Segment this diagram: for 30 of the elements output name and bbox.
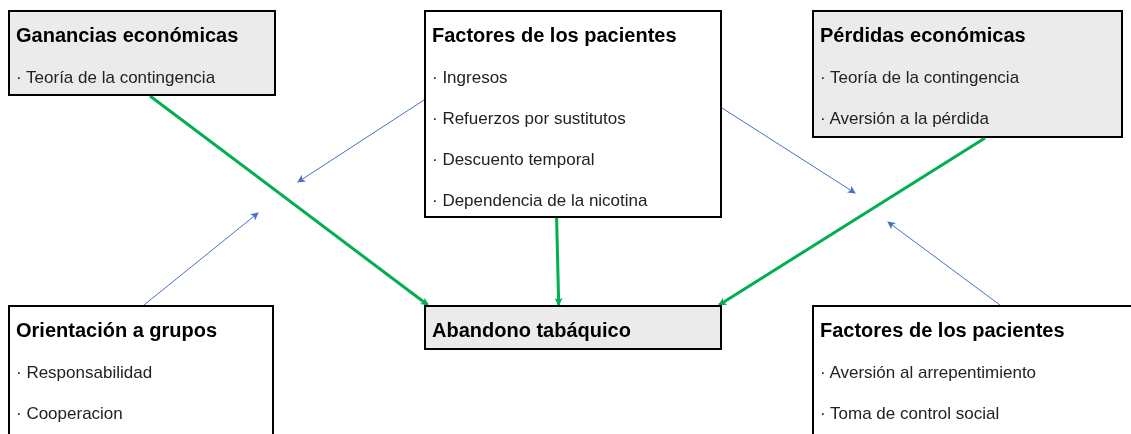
factor-box [812,305,1131,434]
box-heading: Ganancias económicas [16,23,240,48]
arrow [297,99,425,183]
list-item: · Teoría de la contingencia [16,67,217,89]
list-item: · Refuerzos por sustitutos [432,108,627,130]
list-item: · Dependencia de la nicotina [432,190,649,212]
list-item: · Aversión a la pérdida [820,108,990,130]
list-item: · Toma de control social [820,403,1001,425]
arrow [554,217,563,306]
list-item: · Teoría de la contingencia [820,67,1021,89]
box-heading: Factores de los pacientes [820,318,1066,343]
box-heading: Factores de los pacientes [432,23,678,48]
list-item: · Ingresos [432,67,509,89]
arrow [143,212,259,306]
outcome-box [424,305,722,350]
arrow [721,107,856,194]
box-heading: Orientación a grupos [16,318,219,343]
box-heading: Abandono tabáquico [432,318,632,343]
arrow [149,94,429,307]
factor-box [812,10,1123,138]
factor-box [8,305,274,434]
factor-box [8,10,276,96]
list-item: · Aversión al arrepentimiento [820,362,1038,384]
box-heading: Pérdidas económicas [820,23,1027,48]
factor-box [424,10,722,218]
list-item: · Descuento temporal [432,149,596,171]
list-item: · Responsabilidad [16,362,154,384]
arrow [887,221,1001,306]
arrow [718,136,986,307]
list-item: · Cooperacion [16,403,124,425]
